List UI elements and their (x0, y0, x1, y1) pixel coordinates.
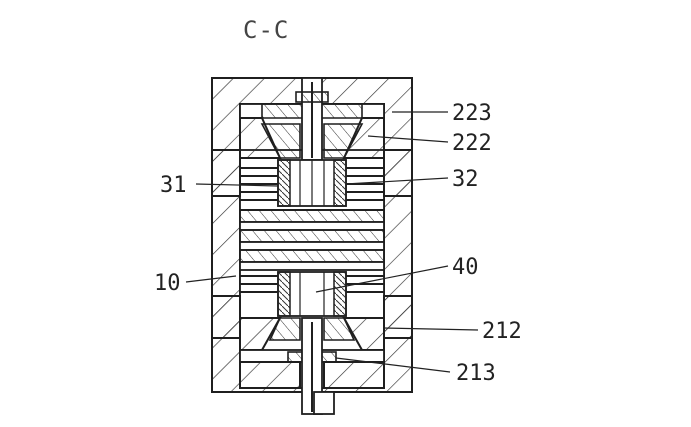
upper-thread-right (333, 159, 347, 207)
lower-cone-left (268, 317, 301, 341)
label-213: 213 (456, 361, 496, 386)
top-shaft-collar (295, 91, 329, 103)
label-32: 32 (452, 167, 479, 192)
upper-wedge-right (342, 117, 385, 159)
leader-32 (345, 177, 449, 185)
label-212: 212 (482, 319, 522, 344)
right-lower-step (383, 295, 413, 339)
leader-213 (335, 357, 451, 373)
leader-222 (367, 135, 449, 143)
leader-40 (315, 265, 449, 293)
label-40: 40 (452, 255, 479, 280)
label-222: 222 (452, 131, 492, 156)
label-10: 10 (154, 271, 181, 296)
middle-disc-stack (239, 209, 385, 271)
right-plate-stack (346, 167, 384, 201)
lower-cone-right (323, 317, 356, 341)
left-lower-step (211, 295, 241, 339)
lower-thread-left (277, 271, 291, 317)
upper-thread-left (277, 159, 291, 207)
leader-31 (195, 183, 279, 187)
lower-plate-stack-left (240, 275, 278, 293)
leader-10 (185, 275, 237, 283)
leader-212 (383, 327, 479, 331)
label-31: 31 (160, 173, 187, 198)
lower-thread-right (333, 271, 347, 317)
bottom-base-right (323, 361, 385, 389)
lower-plate-stack-right (346, 275, 384, 293)
right-wall-step (383, 149, 413, 197)
bottom-base (239, 361, 301, 389)
left-wall-step (211, 149, 241, 197)
section-title: C-C (243, 16, 289, 44)
label-223: 223 (452, 101, 492, 126)
left-plate-stack (240, 167, 278, 201)
bottom-shaft-tip (313, 391, 335, 415)
upper-wedge-left (239, 117, 282, 159)
